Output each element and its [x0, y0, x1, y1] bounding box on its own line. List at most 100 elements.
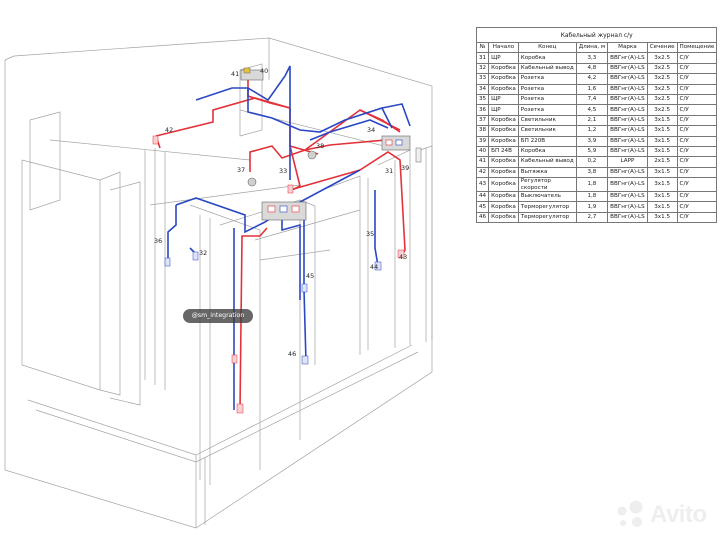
table-cell: Вытяжка: [517, 166, 577, 179]
label-36: 36: [154, 237, 162, 245]
luminaire-38: [307, 150, 317, 160]
table-cell: Коробка: [488, 135, 519, 147]
table-cell: Коробка: [488, 166, 519, 179]
table-cell: БП 24В: [488, 145, 519, 158]
col-section: Сечение: [646, 41, 678, 54]
table-cell: Коробка: [488, 156, 519, 168]
table-cell: 3,9: [575, 135, 609, 147]
table-cell: Розетка: [517, 93, 577, 106]
table-cell: ВВГнг(А)-LS: [607, 191, 648, 203]
table-cell: 33: [475, 73, 490, 85]
table-cell: 5,9: [575, 145, 609, 158]
col-length: Длина, м: [575, 41, 609, 54]
table-cell: 3,8: [575, 166, 609, 179]
table-cell: Коробка: [488, 83, 519, 95]
table-cell: ВВГнг(А)-LS: [607, 125, 648, 137]
table-cell: Терморегулятор: [517, 201, 577, 213]
table-cell: 42: [475, 166, 490, 179]
label-33: 33: [279, 167, 287, 175]
table-cell: Коробка: [488, 73, 519, 85]
label-42: 42: [165, 126, 173, 134]
table-cell: ЩР: [488, 52, 519, 64]
table-cell: С/У: [676, 52, 718, 64]
avito-logo: Avito: [612, 500, 712, 530]
table-cell: Коробка: [488, 211, 519, 224]
table-cell: 3х2.5: [646, 52, 678, 64]
table-cell: С/У: [676, 156, 718, 168]
label-43: 43: [399, 253, 407, 261]
col-number: №: [475, 41, 490, 54]
label-44: 44: [370, 263, 378, 271]
table-cell: БП 220В: [517, 135, 577, 147]
table-cell: 1,2: [575, 125, 609, 137]
table-cell: ВВГнг(А)-LS: [607, 145, 648, 158]
table-cell: 3х1.5: [646, 135, 678, 147]
avito-wordmark: Avito: [650, 501, 707, 528]
table-cell: 45: [475, 201, 490, 213]
box-41: [240, 69, 264, 81]
table-cell: ВВГнг(А)-LS: [607, 83, 648, 95]
cable-journal-table: Кабельный журнал с/у № Начало Конец Длин…: [475, 27, 718, 224]
table-cell: Светильник: [517, 125, 577, 137]
table-cell: ЩР: [488, 93, 519, 106]
table-cell: 38: [475, 125, 490, 137]
label-46: 46: [288, 350, 296, 358]
table-cell: Коробка: [517, 52, 577, 64]
table-cell: Светильник: [517, 114, 577, 127]
table-cell: Кабельный вывод: [517, 156, 577, 168]
avito-dots-icon: [617, 500, 643, 527]
label-38: 38: [316, 142, 324, 150]
table-cell: 0,2: [575, 156, 609, 168]
table-cell: 2,7: [575, 211, 609, 224]
watermark-badge: @sm_integration: [183, 309, 253, 323]
table-cell: Коробка: [488, 125, 519, 137]
table-cell: 3х1.5: [646, 145, 678, 158]
table-cell: Терморегулятор: [517, 211, 577, 224]
table-cell: 4,5: [575, 104, 609, 116]
table-cell: С/У: [676, 191, 718, 203]
table-cell: 1,6: [575, 83, 609, 95]
table-header-row: № Начало Конец Длина, м Марка Сечение По…: [475, 41, 718, 54]
label-34: 34: [367, 126, 375, 134]
table-cell: Коробка: [488, 62, 519, 75]
table-cell: ВВГнг(А)-LS: [607, 211, 648, 224]
table-cell: 3х2.5: [646, 93, 678, 106]
cable-labels: 41 40 42 34 38 37 33 31 39 36 32 35 43 4…: [154, 67, 409, 358]
table-cell: 35: [475, 93, 490, 106]
table-cell: Коробка: [488, 191, 519, 203]
table-cell: 3х2.5: [646, 104, 678, 116]
table-cell: Регулятор скорости: [517, 177, 577, 193]
table-cell: С/У: [676, 125, 718, 137]
table-cell: 34: [475, 83, 490, 95]
label-31: 31: [385, 167, 393, 175]
table-cell: С/У: [676, 104, 718, 116]
table-cell: 46: [475, 211, 490, 224]
table-cell: ВВГнг(А)-LS: [607, 52, 648, 64]
table-cell: 43: [475, 177, 490, 193]
table-cell: 39: [475, 135, 490, 147]
table-cell: 3х1.5: [646, 201, 678, 213]
table-cell: ВВГнг(А)-LS: [607, 201, 648, 213]
table-cell: Коробка: [488, 177, 519, 193]
table-cell: 40: [475, 145, 490, 158]
table-cell: 31: [475, 52, 490, 64]
table-cell: Коробка: [488, 114, 519, 127]
table-cell: С/У: [676, 166, 718, 179]
table-cell: ВВГнг(А)-LS: [607, 104, 648, 116]
table-cell: 4,8: [575, 62, 609, 75]
label-45: 45: [306, 272, 314, 280]
col-start: Начало: [488, 41, 519, 54]
table-cell: ВВГнг(А)-LS: [607, 135, 648, 147]
